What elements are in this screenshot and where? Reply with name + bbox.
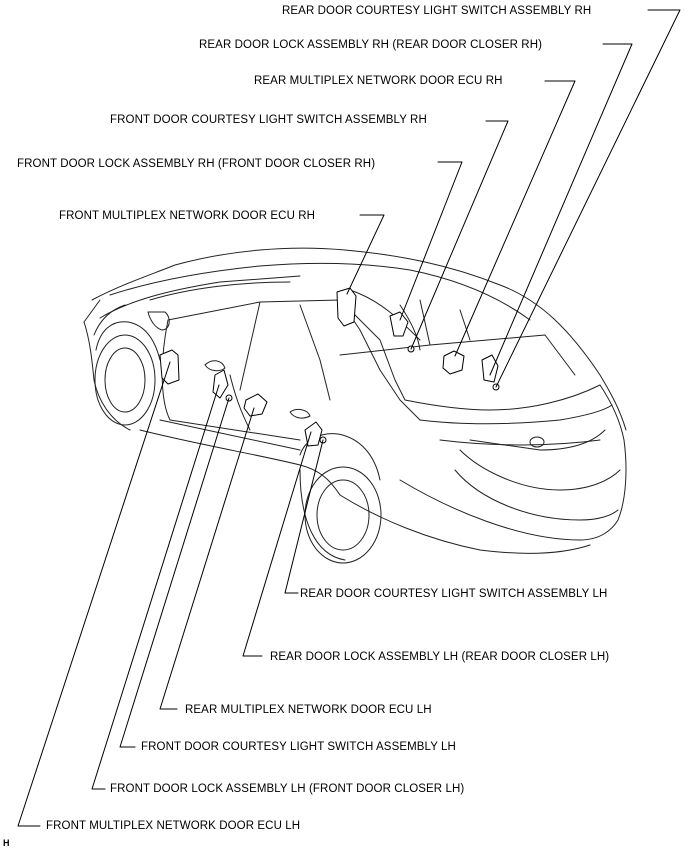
label-front-door-lock-assembly-lh: FRONT DOOR LOCK ASSEMBLY LH (FRONT DOOR … (110, 783, 465, 795)
leader-rr-ecu-lh (159, 407, 255, 710)
leader-fr-lock-rh (399, 161, 463, 321)
leader-fr-lock-lh (91, 384, 220, 790)
leader-rr-lock-rh (489, 43, 633, 376)
label-front-door-courtesy-light-switch-rh: FRONT DOOR COURTESY LIGHT SWITCH ASSEMBL… (110, 114, 427, 126)
label-rear-door-lock-assembly-rh: REAR DOOR LOCK ASSEMBLY RH (REAR DOOR CL… (199, 39, 543, 51)
label-front-door-courtesy-light-switch-lh: FRONT DOOR COURTESY LIGHT SWITCH ASSEMBL… (141, 741, 456, 753)
leader-rr-courtesy-rh (495, 9, 681, 388)
leader-fr-ecu-rh (346, 214, 385, 295)
leader-fr-courtesy-lh (119, 397, 230, 748)
corner-mark: H (3, 838, 10, 848)
label-front-door-lock-assembly-rh: FRONT DOOR LOCK ASSEMBLY RH (FRONT DOOR … (17, 158, 376, 170)
label-rear-multiplex-network-door-ecu-lh: REAR MULTIPLEX NETWORK DOOR ECU LH (185, 704, 432, 716)
car-body (83, 247, 627, 564)
label-front-multiplex-network-door-ecu-rh: FRONT MULTIPLEX NETWORK DOOR ECU RH (59, 210, 316, 222)
rear-ecu-rh-part (442, 350, 465, 375)
front-ecu-rh-part (336, 287, 357, 327)
leader-rr-ecu-rh (454, 80, 576, 357)
label-front-multiplex-network-door-ecu-lh: FRONT MULTIPLEX NETWORK DOOR ECU LH (46, 820, 301, 832)
label-rear-door-lock-assembly-lh: REAR DOOR LOCK ASSEMBLY LH (REAR DOOR CL… (270, 651, 610, 663)
label-rear-door-courtesy-light-switch-rh: REAR DOOR COURTESY LIGHT SWITCH ASSEMBLY… (282, 5, 592, 17)
rear-lock-rh-part (481, 354, 499, 383)
leader-fr-ecu-lh (17, 361, 171, 827)
leader-rr-lock-lh (242, 431, 312, 657)
label-rear-door-courtesy-light-switch-lh: REAR DOOR COURTESY LIGHT SWITCH ASSEMBLY… (300, 588, 608, 600)
label-rear-multiplex-network-door-ecu-rh: REAR MULTIPLEX NETWORK DOOR ECU RH (254, 75, 503, 87)
rear-ecu-lh-part (243, 393, 268, 417)
leader-rr-courtesy-lh (284, 439, 324, 594)
front-lock-rh-part (389, 311, 409, 337)
front-ecu-lh-part (159, 349, 180, 385)
leader-lines (17, 9, 681, 827)
leader-fr-courtesy-rh (410, 120, 509, 350)
front-lock-lh-part (212, 369, 229, 399)
